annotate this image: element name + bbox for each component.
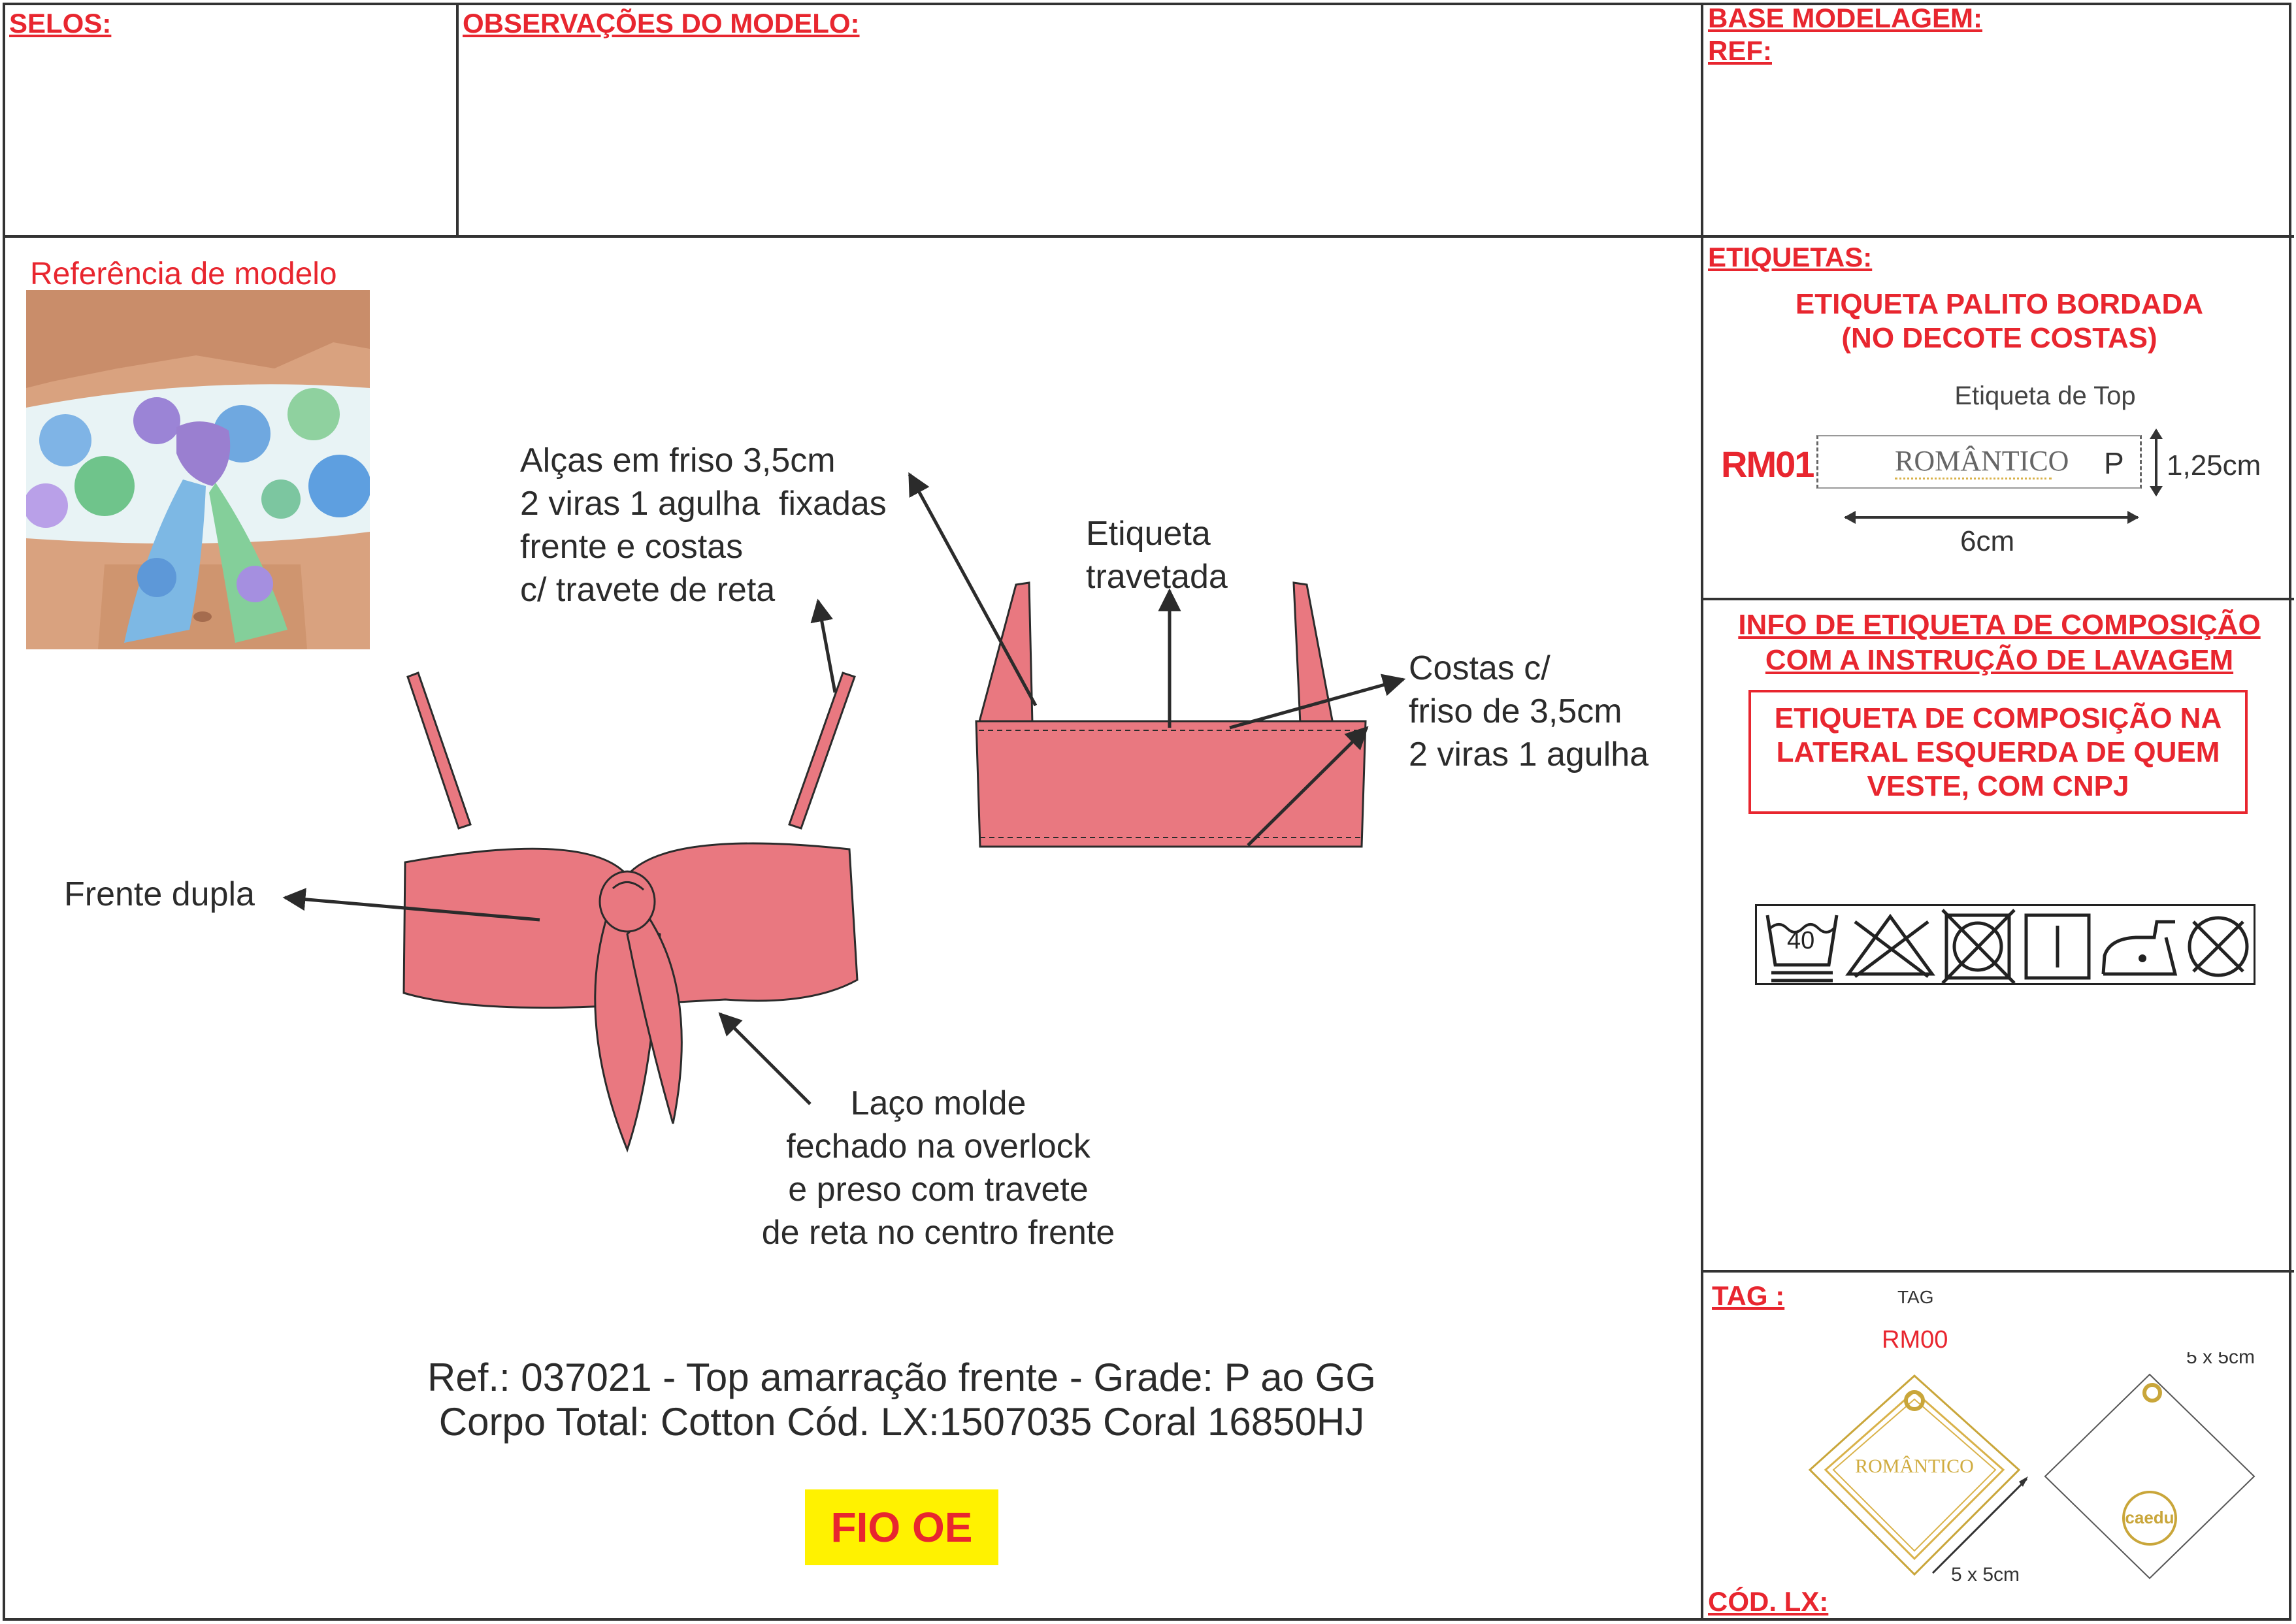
observacoes-label: OBSERVAÇÕES DO MODELO: [463, 8, 860, 39]
garment-drawings [282, 472, 1406, 1153]
tag-front: ROMÂNTICO 5 x 5cm [1790, 1365, 2028, 1585]
reference-line-2: Corpo Total: Cotton Cód. LX:1507035 Cora… [438, 1400, 1365, 1444]
label-width: 6cm [1960, 525, 2015, 557]
base-modelagem-label: BASE MODELAGEM: [1708, 3, 1982, 33]
etiquetas-divider [1701, 598, 2294, 600]
sheet-frame [3, 3, 2291, 1621]
label-code: RM01 [1721, 444, 1814, 485]
iron-low-icon [2101, 920, 2178, 976]
note-alcas: Alças em friso 3,5cm 2 viras 1 agulha fi… [520, 442, 887, 609]
tag-back-brand: caedu [2125, 1508, 2174, 1527]
label-top-caption: Etiqueta de Top [1954, 382, 2136, 410]
wash-symbols-strip: 40 [1755, 904, 2255, 985]
no-tumble-dry-icon [1941, 909, 2016, 984]
composicao-box-text: ETIQUETA DE COMPOSIÇÃO NA LATERAL ESQUER… [1774, 702, 2222, 802]
fio-badge: FIO OE [805, 1489, 998, 1565]
line-dry-icon [2024, 913, 2091, 980]
selos-label: SELOS: [9, 8, 112, 39]
tag-front-size: 5 x 5cm [1951, 1564, 2020, 1585]
reference-photo [26, 290, 370, 649]
no-dry-clean-icon [2188, 916, 2249, 977]
palito-title: ETIQUETA PALITO BORDADA (NO DECOTE COSTA… [1795, 288, 2204, 354]
note-costas: Costas c/ friso de 3,5cm 2 viras 1 agulh… [1409, 649, 1649, 773]
wash-40-icon [1765, 915, 1839, 983]
selos-divider [456, 3, 459, 236]
reference-line-1: Ref.: 037021 - Top amarração frente - Gr… [427, 1356, 1376, 1399]
label-diagram: Etiqueta de Top RM01 ROMÂNTICO P 1,25cm … [1705, 370, 2293, 572]
tag-label: TAG : [1712, 1280, 1785, 1311]
tag-back: caedu 5 x 5cm [2032, 1352, 2261, 1581]
tag-code: RM00 [1882, 1326, 1948, 1354]
tag-divider [1701, 1270, 2294, 1273]
note-frente-dupla: Frente dupla [64, 875, 255, 913]
note-laco: Laço molde fechado na overlock e preso c… [761, 1084, 1115, 1252]
composicao-title: INFO DE ETIQUETA DE COMPOSIÇÃO COM A INS… [1738, 609, 2261, 676]
fio-label: FIO OE [830, 1504, 973, 1551]
label-size: P [2104, 446, 2124, 480]
right-column-divider [1701, 3, 1703, 1621]
reference-label: Referência de modelo [30, 257, 337, 291]
no-bleach-icon [1845, 913, 1935, 978]
tag-back-size: 5 x 5cm [2186, 1352, 2255, 1367]
wash-temp: 40 [1787, 927, 1815, 954]
label-height: 1,25cm [2167, 449, 2261, 481]
etiquetas-label: ETIQUETAS: [1708, 242, 1873, 272]
composicao-box: ETIQUETA DE COMPOSIÇÃO NA LATERAL ESQUER… [1748, 690, 2248, 814]
cod-lx-label: CÓD. LX: [1708, 1586, 1829, 1617]
tag-small-label: TAG [1897, 1287, 1934, 1307]
label-strip [1816, 435, 2142, 489]
header-divider [3, 235, 2294, 238]
note-etiqueta-travetada: Etiqueta travetada [1086, 515, 1228, 596]
ref-label: REF: [1708, 35, 1772, 66]
tag-front-brand: ROMÂNTICO [1855, 1455, 1974, 1477]
label-brand: ROMÂNTICO [1895, 444, 2069, 479]
